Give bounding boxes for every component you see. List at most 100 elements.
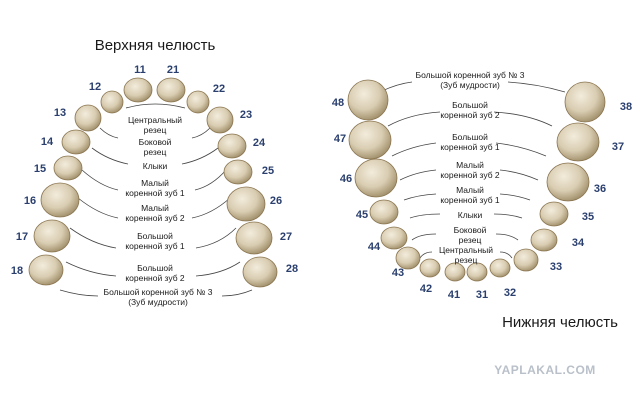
watermark: YAPLAKAL.COM	[494, 363, 596, 377]
tooth-46	[354, 158, 398, 198]
tooth-34	[530, 228, 558, 252]
tooth-23	[206, 106, 234, 134]
lower-label-premolar1-1: Малый	[456, 185, 484, 195]
tooth-number-36: 36	[594, 183, 606, 195]
tooth-number-17: 17	[16, 231, 28, 243]
tooth-number-44: 44	[368, 241, 381, 253]
lower-label-central-incisor-1: Центральный	[439, 245, 493, 255]
tooth-number-16: 16	[24, 195, 36, 207]
tooth-12	[100, 90, 124, 114]
lower-guide-line	[499, 251, 513, 259]
tooth-number-27: 27	[280, 231, 292, 243]
upper-guide-line	[77, 197, 119, 219]
upper-guide-line	[65, 261, 117, 277]
upper-guide-line	[125, 103, 186, 109]
upper-label-wisdom-1: Большой коренной зуб № 3	[104, 287, 213, 297]
upper-guide-line	[99, 127, 119, 139]
upper-label-molar1-2: коренной зуб 1	[125, 241, 185, 251]
tooth-number-31: 31	[476, 289, 488, 301]
lower-label-molar2-2: коренной зуб 2	[440, 110, 500, 120]
upper-label-wisdom-2: (Зуб мудрости)	[128, 297, 188, 307]
tooth-number-11: 11	[134, 64, 146, 76]
tooth-27	[235, 221, 273, 255]
tooth-number-21: 21	[167, 64, 179, 76]
lower-guide-line	[495, 233, 519, 241]
tooth-18	[28, 254, 64, 286]
upper-label-lateral-incisor-2: резец	[144, 147, 167, 157]
tooth-number-25: 25	[262, 165, 274, 177]
lower-label-lateral-incisor-2: резец	[459, 235, 482, 245]
lower-label-premolar2-1: Малый	[456, 160, 484, 170]
tooth-number-23: 23	[240, 109, 252, 121]
upper-label-molar1-1: Большой	[137, 231, 173, 241]
tooth-45	[369, 199, 399, 225]
upper-guide-line	[81, 169, 119, 191]
upper-guide-line	[195, 227, 237, 249]
upper-label-lateral-incisor-1: Боковой	[139, 137, 172, 147]
lower-guide-line	[493, 213, 523, 219]
tooth-number-26: 26	[270, 195, 282, 207]
upper-label-molar2-1: Большой	[137, 263, 173, 273]
tooth-25	[223, 159, 253, 185]
tooth-36	[546, 162, 590, 202]
lower-label-canine: Клыки	[458, 210, 483, 220]
upper-jaw-title: Верхняя челюсть	[95, 37, 216, 54]
lower-label-molar2-1: Большой	[452, 100, 488, 110]
lower-jaw: 31 32 33 34 35 36 37 38 41 42 43 44 45 4…	[332, 70, 632, 301]
upper-guide-line	[221, 289, 253, 297]
tooth-number-32: 32	[504, 287, 516, 299]
tooth-32	[489, 258, 511, 278]
lower-label-wisdom-2: (Зуб мудрости)	[440, 80, 500, 90]
tooth-number-18: 18	[11, 265, 23, 277]
lower-guide-line	[499, 169, 539, 181]
tooth-22	[186, 90, 210, 114]
tooth-number-12: 12	[89, 81, 101, 93]
lower-guide-line	[403, 193, 437, 201]
upper-label-central-incisor-2: резец	[144, 125, 167, 135]
lower-label-central-incisor-2: резец	[455, 255, 478, 265]
lower-label-lateral-incisor-1: Боковой	[454, 225, 487, 235]
tooth-number-37: 37	[612, 141, 624, 153]
tooth-number-46: 46	[340, 173, 352, 185]
tooth-number-14: 14	[41, 136, 54, 148]
tooth-15	[53, 155, 83, 181]
upper-guide-line	[181, 147, 219, 165]
tooth-21	[156, 77, 186, 103]
tooth-number-35: 35	[582, 211, 594, 223]
upper-guide-line	[194, 169, 227, 191]
lower-jaw-title: Нижняя челюсть	[502, 314, 618, 331]
lower-label-premolar2-2: коренной зуб 2	[440, 170, 500, 180]
tooth-11	[123, 77, 153, 103]
tooth-number-15: 15	[34, 163, 46, 175]
upper-guide-line	[191, 197, 231, 219]
lower-guide-line	[411, 233, 437, 241]
tooth-44	[380, 226, 408, 250]
tooth-number-13: 13	[54, 107, 66, 119]
lower-guide-line	[499, 193, 531, 201]
lower-guide-line	[387, 111, 441, 127]
tooth-number-28: 28	[286, 263, 298, 275]
tooth-48	[347, 79, 389, 121]
upper-label-premolar2-2: коренной зуб 2	[125, 213, 185, 223]
upper-guide-line	[69, 227, 117, 249]
tooth-42	[419, 258, 441, 278]
tooth-number-34: 34	[572, 237, 585, 249]
lower-guide-line	[495, 142, 547, 157]
tooth-26	[226, 186, 266, 222]
lower-guide-line	[507, 81, 566, 93]
tooth-number-42: 42	[420, 283, 432, 295]
tooth-31	[466, 262, 488, 282]
tooth-number-47: 47	[334, 133, 346, 145]
upper-jaw: 11 12 13 14 15 16 17 18 21 22 23 24 25 2…	[11, 64, 298, 307]
lower-label-premolar1-2: коренной зуб 1	[440, 195, 500, 205]
tooth-number-22: 22	[213, 83, 225, 95]
upper-label-molar2-2: коренной зуб 2	[125, 273, 185, 283]
lower-label-molar1-1: Большой	[452, 132, 488, 142]
tooth-24	[217, 133, 247, 159]
tooth-16	[40, 182, 80, 218]
tooth-33	[513, 248, 539, 272]
upper-guide-line	[91, 147, 129, 165]
tooth-number-45: 45	[356, 209, 368, 221]
